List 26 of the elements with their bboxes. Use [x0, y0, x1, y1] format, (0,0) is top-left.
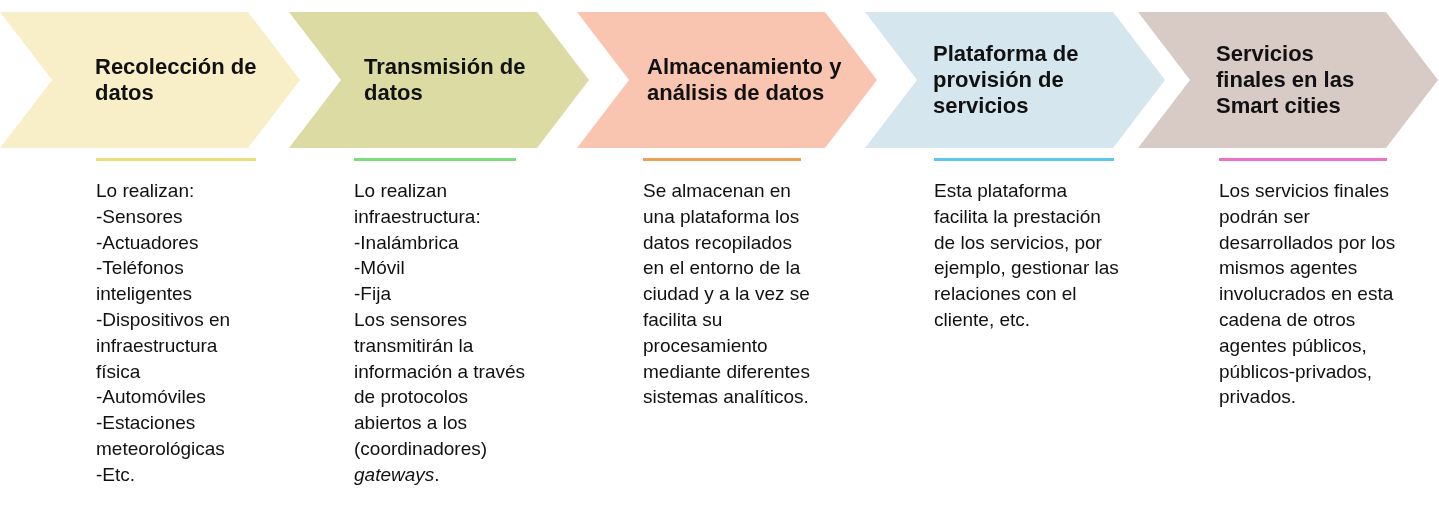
description-text: -Inalámbrica — [354, 230, 460, 255]
step-heading: Transmisión de datos — [364, 54, 527, 106]
step-heading: Servicios finales en las Smart cities — [1216, 41, 1356, 119]
description-text: Lo realizan infraestructura: — [354, 179, 482, 229]
chevron-step — [0, 12, 300, 148]
description-text: -Móvil — [354, 256, 406, 281]
description-text: Los servicios finales podrán ser desarrollados por los mismos agentes involucrados en esta cadena de otros agentes públicos, públicos-privados, privados. — [1219, 179, 1397, 410]
chevron-step — [865, 12, 1165, 148]
chevron-step — [1138, 12, 1438, 148]
description-text: Esta plataforma facilita la prestación de los servicios, por ejemplo, gestionar las relaciones con el cliente, etc. — [934, 179, 1120, 332]
step-heading: Plataforma de provisión de servicios — [933, 41, 1080, 119]
step-heading: Recolección de datos — [95, 54, 258, 106]
step-heading: Almacenamiento y análisis de datos — [647, 54, 843, 106]
description-text: Los sensores transmitirán la información a través de protocolos abiertos a los (coordinadores) gateways. — [354, 308, 526, 487]
description-text: Lo realizan: — [96, 179, 196, 203]
description-text: -Etc. — [96, 462, 137, 487]
description-text: -Automóviles — [96, 385, 207, 410]
chevron-step — [289, 12, 589, 148]
description-text: -Fija — [354, 282, 392, 307]
description-text: -Actuadores — [96, 230, 200, 255]
description-text: -Estaciones meteorológicas — [96, 411, 226, 461]
chevron-step — [577, 12, 877, 148]
description-text: -Sensores — [96, 204, 184, 229]
description-text: -Teléfonos inteligentes — [96, 256, 194, 307]
description-text: Se almacenan en una plataforma los datos recopilados en el entorno de la ciudad y a la vez se facilita su procesamiento mediante diferentes sistemas analíticos. — [643, 179, 811, 410]
description-text: -Dispositivos en infraestructura física — [96, 308, 232, 384]
